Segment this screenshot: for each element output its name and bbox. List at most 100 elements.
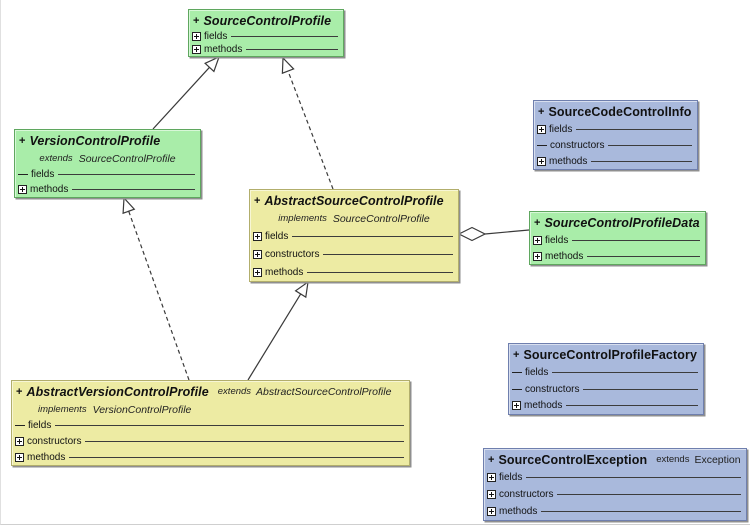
visibility-marker: + bbox=[16, 385, 23, 398]
compartment-rule bbox=[55, 425, 404, 427]
expand-fields-icon[interactable] bbox=[537, 124, 546, 134]
expand-fields-icon[interactable] bbox=[192, 32, 201, 41]
compartment-rule bbox=[231, 36, 338, 37]
realization-abstractversioncontrolprofile-to-versioncontrolprofile[interactable] bbox=[122, 196, 190, 381]
class-title: + SourceControlProfile bbox=[189, 10, 343, 30]
compartment-rule bbox=[552, 371, 698, 373]
compartment-rule bbox=[572, 239, 700, 241]
empty-constructors-icon bbox=[512, 388, 522, 390]
extends-keyword: extends bbox=[217, 386, 252, 397]
class-name: AbstractSourceControlProfile bbox=[264, 193, 444, 208]
visibility-marker: + bbox=[19, 134, 26, 147]
class-title: + AbstractVersionControlProfile extends … bbox=[12, 381, 409, 401]
hollow-triangle-arrowhead bbox=[281, 56, 295, 75]
implements-clause: implements SourceControlProfile bbox=[278, 212, 430, 225]
fields-compartment[interactable]: fields bbox=[509, 364, 703, 381]
class-title: + SourceControlProfileFactory bbox=[509, 344, 703, 364]
class-source-control-profile-data[interactable]: + SourceControlProfileData fields method… bbox=[529, 211, 706, 265]
expand-constructors-icon[interactable] bbox=[253, 249, 262, 259]
class-abstract-version-control-profile[interactable]: + AbstractVersionControlProfile extends … bbox=[11, 380, 410, 466]
compartment-rule bbox=[587, 255, 700, 257]
expand-fields-icon[interactable] bbox=[533, 235, 542, 245]
class-name: SourceControlProfileFactory bbox=[523, 347, 697, 362]
constructors-compartment[interactable]: constructors bbox=[509, 381, 703, 398]
expand-constructors-icon[interactable] bbox=[15, 437, 24, 446]
compartment-rule bbox=[566, 405, 698, 407]
class-title: + AbstractSourceControlProfile bbox=[250, 190, 458, 210]
expand-methods-icon[interactable] bbox=[512, 401, 521, 411]
compartment-rule bbox=[591, 160, 692, 162]
methods-compartment[interactable]: methods bbox=[530, 248, 705, 264]
compartment-rule bbox=[72, 189, 195, 190]
methods-compartment[interactable]: methods bbox=[15, 182, 200, 197]
methods-compartment[interactable]: methods bbox=[189, 43, 343, 56]
methods-compartment[interactable]: methods bbox=[484, 503, 746, 520]
compartment-rule bbox=[526, 477, 741, 478]
class-source-control-profile-factory[interactable]: + SourceControlProfileFactory fields con… bbox=[508, 343, 704, 415]
class-version-control-profile[interactable]: + VersionControlProfile extends SourceCo… bbox=[14, 129, 201, 198]
expand-constructors-icon[interactable] bbox=[487, 490, 496, 499]
fields-compartment[interactable]: fields bbox=[250, 227, 458, 245]
expand-fields-icon[interactable] bbox=[487, 473, 496, 482]
visibility-marker: + bbox=[193, 14, 200, 27]
aggregation-abstractsourcecontrolprofile-to-sourcecontrolprofiledata[interactable] bbox=[457, 226, 530, 242]
hollow-triangle-arrowhead bbox=[204, 55, 221, 73]
class-abstract-source-control-profile[interactable]: + AbstractSourceControlProfile implement… bbox=[249, 189, 459, 282]
constructors-compartment[interactable]: constructors bbox=[250, 245, 458, 263]
compartment-rule bbox=[307, 271, 453, 273]
realization-abstractsourcecontrolprofile-to-sourcecontrolprofile[interactable] bbox=[281, 56, 334, 190]
class-name: SourceControlException bbox=[498, 452, 648, 467]
compartment-rule bbox=[608, 144, 692, 146]
methods-compartment[interactable]: methods bbox=[250, 263, 458, 281]
compartment-rule bbox=[541, 511, 741, 512]
extends-target: Exception bbox=[694, 453, 741, 466]
empty-fields-icon bbox=[15, 425, 25, 427]
fields-compartment[interactable]: fields bbox=[15, 167, 200, 182]
constructors-compartment[interactable]: constructors bbox=[12, 434, 409, 450]
visibility-marker: + bbox=[513, 348, 520, 361]
class-name: SourceCodeControlInfo bbox=[548, 104, 692, 119]
methods-compartment[interactable]: methods bbox=[509, 397, 703, 414]
empty-fields-icon bbox=[512, 371, 522, 373]
class-title: + SourceCodeControlInfo bbox=[534, 101, 697, 121]
class-name: SourceControlProfile bbox=[203, 13, 332, 28]
class-title: + SourceControlProfileData bbox=[530, 212, 705, 232]
fields-compartment[interactable]: fields bbox=[530, 232, 705, 248]
expand-methods-icon[interactable] bbox=[533, 251, 542, 261]
class-source-code-control-info[interactable]: + SourceCodeControlInfo fields construct… bbox=[533, 100, 698, 170]
visibility-marker: + bbox=[538, 105, 545, 118]
empty-constructors-icon bbox=[537, 144, 547, 146]
expand-methods-icon[interactable] bbox=[487, 507, 496, 516]
fields-compartment[interactable]: fields bbox=[534, 121, 697, 137]
fields-compartment[interactable]: fields bbox=[484, 469, 746, 486]
class-source-control-exception[interactable]: + SourceControlException extends Excepti… bbox=[483, 448, 747, 521]
compartment-rule bbox=[246, 49, 338, 50]
methods-compartment[interactable]: methods bbox=[12, 449, 409, 465]
compartment-rule bbox=[583, 388, 698, 390]
extends-clause: extends SourceControlProfile bbox=[39, 152, 176, 165]
expand-methods-icon[interactable] bbox=[15, 452, 24, 462]
expand-methods-icon[interactable] bbox=[537, 156, 546, 166]
methods-compartment[interactable]: methods bbox=[534, 153, 697, 169]
fields-compartment[interactable]: fields bbox=[189, 30, 343, 43]
visibility-marker: + bbox=[488, 453, 495, 466]
class-name: VersionControlProfile bbox=[29, 133, 161, 148]
compartment-rule bbox=[323, 253, 453, 255]
constructors-compartment[interactable]: constructors bbox=[484, 486, 746, 503]
class-name: SourceControlProfileData bbox=[544, 215, 700, 230]
expand-methods-icon[interactable] bbox=[18, 185, 27, 194]
generalization-abstractversioncontrolprofile-to-abstractsourcecontrolprofile[interactable] bbox=[247, 280, 309, 381]
class-source-control-profile[interactable]: + SourceControlProfile fields methods bbox=[188, 9, 344, 57]
constructors-compartment[interactable]: constructors bbox=[534, 137, 697, 153]
expand-methods-icon[interactable] bbox=[253, 267, 262, 277]
generalization-versioncontrolprofile-to-sourcecontrolprofile[interactable] bbox=[152, 55, 221, 130]
fields-compartment[interactable]: fields bbox=[12, 418, 409, 434]
expand-methods-icon[interactable] bbox=[192, 45, 201, 54]
visibility-marker: + bbox=[534, 216, 541, 229]
expand-fields-icon[interactable] bbox=[253, 231, 262, 241]
hollow-triangle-arrowhead bbox=[294, 280, 309, 299]
class-title: + SourceControlException extends Excepti… bbox=[484, 449, 746, 469]
class-name: AbstractVersionControlProfile bbox=[26, 384, 209, 399]
